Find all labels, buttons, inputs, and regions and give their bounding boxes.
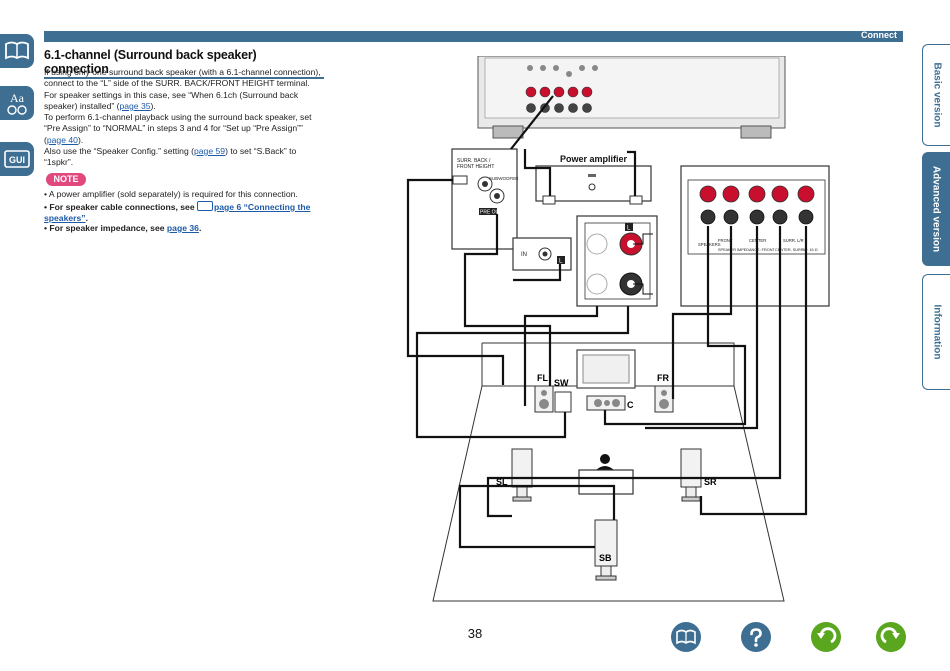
note-bullet-3-prefix: For speaker impedance, see bbox=[49, 223, 167, 233]
power-amplifier-label: Power amplifier bbox=[560, 154, 628, 164]
tab-advanced-label: Advanced version bbox=[930, 165, 942, 253]
book-icon[interactable] bbox=[0, 34, 34, 68]
speaker-sb-label: SB bbox=[599, 553, 612, 563]
back-icon[interactable] bbox=[811, 622, 841, 652]
page-title: 6.1-channel (Surround back speaker) conn… bbox=[44, 48, 324, 79]
tab-information[interactable]: Information bbox=[922, 274, 950, 390]
note-bullet-3-end: . bbox=[198, 223, 202, 233]
help-icon[interactable] bbox=[741, 622, 771, 652]
terminal-ohm-label: 6 ~ 16 Ω bbox=[803, 248, 818, 252]
note-bullet-2: • For speaker cable connections, see pag… bbox=[44, 201, 311, 223]
section-label: Connect bbox=[861, 30, 897, 40]
speaker-sw bbox=[554, 391, 572, 413]
tab-information-label: Information bbox=[931, 304, 943, 360]
in-label: IN bbox=[521, 252, 527, 258]
speaker-sr bbox=[680, 448, 702, 502]
power-amplifier bbox=[535, 165, 652, 205]
in-ch-label: L bbox=[559, 259, 563, 265]
av-receiver bbox=[477, 56, 786, 139]
paragraph-2: To perform 6.1-channel playback using th… bbox=[44, 112, 324, 146]
tv-screen bbox=[582, 354, 630, 384]
speaker-c bbox=[586, 395, 626, 411]
paragraph-3-end: ) to set “S.Back” to “1spkr”. bbox=[44, 146, 297, 168]
speaker-fr bbox=[654, 385, 674, 413]
glossary-icon-label: Aa bbox=[10, 91, 25, 105]
speaker-c-label: C bbox=[627, 400, 634, 410]
speaker-cables bbox=[406, 95, 808, 549]
speaker-fr-label: FR bbox=[657, 373, 669, 383]
glossary-icon[interactable]: Aa bbox=[0, 86, 34, 120]
pre-out-panel: SURR. BACK / FRONT HEIGHT SUBWOOFER PRE … bbox=[451, 148, 519, 250]
tab-basic-label: Basic version bbox=[931, 62, 943, 128]
page-59-link[interactable]: page 59 bbox=[194, 146, 226, 156]
subwoofer-label: SUBWOOFER bbox=[489, 176, 519, 181]
speaker-sr-label: SR bbox=[704, 477, 717, 487]
speaker-sl bbox=[511, 448, 533, 502]
amp-input-panel: IN L bbox=[512, 237, 572, 271]
amp-speaker-terminals: L bbox=[576, 215, 658, 307]
speaker-fl bbox=[534, 385, 554, 413]
header-bar: Connect bbox=[44, 30, 903, 42]
speaker-sw-label: SW bbox=[554, 378, 569, 388]
listener-icon bbox=[578, 454, 634, 495]
note-bullet-2-end: . bbox=[85, 213, 88, 223]
surr-back-label-2: FRONT HEIGHT bbox=[457, 164, 494, 170]
paragraph-1-end: ). bbox=[150, 100, 156, 111]
page-6-link[interactable]: page 6 “Connecting the speakers” bbox=[44, 202, 311, 223]
page-40-link[interactable]: page 40 bbox=[46, 134, 78, 145]
paragraph-3-text: Also use the “Speaker Config.” setting ( bbox=[44, 146, 194, 156]
tab-advanced-version[interactable]: Advanced version bbox=[922, 152, 950, 266]
gui-icon[interactable]: GUI bbox=[0, 142, 34, 176]
manual-ref-icon bbox=[197, 201, 213, 211]
paragraph-1: If using only one surround back speaker … bbox=[44, 67, 324, 112]
surr-back-label-1: SURR. BACK / bbox=[457, 158, 491, 164]
terminal-center-surr-label: CENTER, SURR. bbox=[775, 248, 805, 252]
speaker-fl-label: FL bbox=[537, 373, 548, 383]
page-36-link[interactable]: page 36 bbox=[166, 223, 199, 233]
terminal-surr-label: SURR. L/R bbox=[783, 238, 804, 243]
gui-icon-label: GUI bbox=[9, 155, 25, 165]
speaker-sb bbox=[594, 519, 618, 581]
page-35-link[interactable]: page 35 bbox=[119, 100, 151, 111]
paragraph-1-text: If using only one surround back speaker … bbox=[44, 67, 321, 111]
paragraph-3: Also use the “Speaker Config.” setting (… bbox=[44, 146, 324, 169]
terminal-impedance-label: SPEAKER IMPEDANCE: FRONT bbox=[718, 248, 775, 252]
pre-out-label: PRE OUT bbox=[480, 210, 502, 216]
terminal-front-label: FRONT bbox=[718, 238, 733, 243]
note-bullet-1: • A power amplifier (sold separately) is… bbox=[44, 189, 298, 199]
note-bullet-2-prefix: For speaker cable connections, see bbox=[49, 202, 197, 212]
note-badge: NOTE bbox=[46, 173, 86, 186]
note-bullet-1-text: A power amplifier (sold separately) is r… bbox=[48, 189, 298, 199]
manual-icon[interactable] bbox=[671, 622, 701, 652]
speaker-sl-label: SL bbox=[496, 477, 508, 487]
amp-ch-label: L bbox=[627, 226, 631, 232]
paragraph-2-text: To perform 6.1-channel playback using th… bbox=[44, 112, 312, 145]
tab-basic-version[interactable]: Basic version bbox=[922, 44, 950, 146]
page-number: 38 bbox=[467, 626, 483, 641]
terminal-speakers-label: SPEAKERS bbox=[698, 242, 721, 247]
note-bullet-3: • For speaker impedance, see page 36. bbox=[44, 223, 202, 233]
paragraph-2-end: ). bbox=[77, 134, 84, 145]
forward-icon[interactable] bbox=[876, 622, 906, 652]
connection-diagram: SURR. BACK / FRONT HEIGHT SUBWOOFER PRE … bbox=[406, 56, 830, 602]
